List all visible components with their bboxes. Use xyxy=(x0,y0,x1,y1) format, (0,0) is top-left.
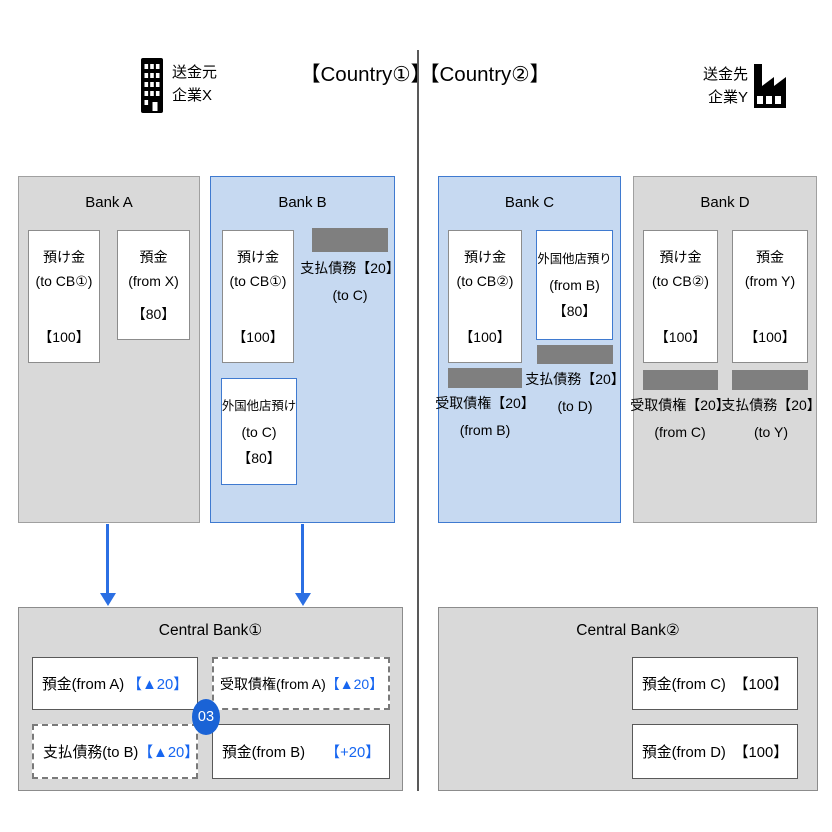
central-bank1-title: Central Bank① xyxy=(158,622,263,639)
bank-c-redacted-bar-right xyxy=(537,345,613,364)
flow-arrow-bank-a-to-cb1 xyxy=(99,524,116,606)
bank-a-deposit-from-x-cell: 預金 (from X) 【80】 xyxy=(117,230,190,340)
cb2-entry-deposit-from-c: 預金(from C) 【100】 xyxy=(632,657,798,710)
bank-a-deposit-to-cb1-cell: 預け金 (to CB①) 【100】 xyxy=(28,230,100,363)
bank-d-receivable-note: 受取債権【20】 (from C) xyxy=(630,397,730,440)
bank-a-title: Bank A xyxy=(85,194,133,211)
cb1-entry-receivable-from-a: 受取債権(from A) 【▲20】 xyxy=(212,657,390,710)
bank-c-payable-note: 支払債務【20】 (to D) xyxy=(525,371,625,414)
bank-b-title: Bank B xyxy=(278,194,327,211)
country-divider xyxy=(417,50,420,791)
bank-d-payable-note: 支払債務【20】 (to Y) xyxy=(721,397,821,440)
office-building-icon xyxy=(140,58,164,113)
bank-c-redacted-bar-left xyxy=(448,368,522,388)
central-bank2-title: Central Bank② xyxy=(576,622,680,639)
cb1-entry-deposit-from-b: 預金(from B) 【+20】 xyxy=(212,724,390,779)
factory-icon xyxy=(752,60,790,108)
cb2-entry-deposit-from-d: 預金(from D) 【100】 xyxy=(632,724,798,779)
bank-c-receivable-note: 受取債権【20】 (from B) xyxy=(435,395,535,438)
cb1-entry-deposit-from-a: 預金(from A) 【▲20】 xyxy=(32,657,198,710)
country2-label: 【Country②】 xyxy=(419,63,551,86)
flow-arrow-bank-b-to-cb1 xyxy=(294,524,311,606)
bank-d-deposit-to-cb2-cell: 預け金 (to CB②) 【100】 xyxy=(643,230,718,363)
bank-d-redacted-bar-left xyxy=(643,370,718,390)
bank-c-title: Bank C xyxy=(504,194,555,211)
bank-c-deposit-to-cb2-cell: 預け金 (to CB②) 【100】 xyxy=(448,230,522,363)
bank-b-deposit-to-cb1-cell: 預け金 (to CB①) 【100】 xyxy=(222,230,294,363)
bank-b-foreign-deposit-cell: 外国他店預け (to C) 【80】 xyxy=(221,378,297,485)
bank-c-foreign-deposit-cell: 外国他店預り (from B) 【80】 xyxy=(536,230,613,340)
country1-label: 【Country①】 xyxy=(300,63,432,86)
bank-d-title: Bank D xyxy=(700,194,750,211)
bank-b-payable-note: 支払債務【20】 (to C) xyxy=(300,260,400,303)
bank-d-redacted-bar-right xyxy=(732,370,808,390)
bank-d-deposit-from-y-cell: 預金 (from Y) 【100】 xyxy=(732,230,808,363)
step-badge: 03 xyxy=(192,699,220,735)
sender-company-label: 送金元 企業X xyxy=(172,64,218,104)
cb1-entry-payable-to-b: 支払債務(to B) 【▲20】 xyxy=(32,724,199,779)
bank-b-redacted-bar xyxy=(312,228,388,252)
receiver-company-label: 送金先 企業Y xyxy=(702,66,748,106)
